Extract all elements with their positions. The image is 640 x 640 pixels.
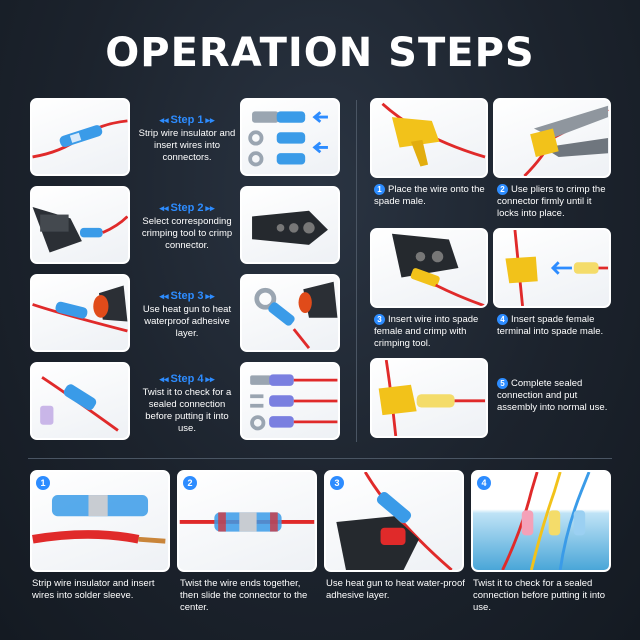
photo-step3-ring-terminal xyxy=(240,274,340,352)
b2-badge: 2 xyxy=(183,476,197,490)
photo-step1-wire-insert xyxy=(30,98,130,176)
section-divider xyxy=(28,458,612,459)
step2-text: Select corresponding crimping tool to cr… xyxy=(141,216,233,251)
photo-r5-complete xyxy=(370,358,488,438)
photo-step2-crimper xyxy=(30,186,130,264)
step3-heading: ◂◂Step 3▸▸ xyxy=(159,290,215,302)
b2-caption: Twist the wire ends together, then slide… xyxy=(180,578,308,613)
step4-text: Twist it to check for a sealed connectio… xyxy=(142,387,232,434)
photo-step3-heat-gun xyxy=(30,274,130,352)
photo-step2-crimper-jaws xyxy=(240,186,340,264)
photo-r2-pliers xyxy=(493,98,611,178)
photo-r4-insert-female xyxy=(493,228,611,308)
step4-heading: ◂◂Step 4▸▸ xyxy=(159,373,215,385)
photo-b3-heat-gun: 3 xyxy=(324,470,464,572)
step3-text: Use heat gun to heat waterproof adhesive… xyxy=(142,304,232,339)
photo-b2-twisted-wires: 2 xyxy=(177,470,317,572)
b1-badge: 1 xyxy=(36,476,50,490)
photo-step4-twist xyxy=(30,362,130,440)
b3-badge: 3 xyxy=(330,476,344,490)
column-divider xyxy=(356,100,357,442)
b1-caption: Strip wire insulator and insert wires in… xyxy=(32,578,155,601)
photo-r3-crimping xyxy=(370,228,488,308)
photo-b1-solder-sleeve: 1 xyxy=(30,470,170,572)
step2-heading: ◂◂Step 2▸▸ xyxy=(159,202,215,214)
b4-badge: 4 xyxy=(477,476,491,490)
step1-heading: ◂◂Step 1▸▸ xyxy=(159,114,215,126)
photo-step4-finished-terminals xyxy=(240,362,340,440)
step1-text: Strip wire insulator and insert wires in… xyxy=(138,128,236,163)
page-title: OPERATION STEPS xyxy=(105,30,535,76)
b4-caption: Twist it to check for a sealed connectio… xyxy=(473,578,606,613)
photo-r1-spade-male xyxy=(370,98,488,178)
photo-b4-water-test: 4 xyxy=(471,470,611,572)
b3-caption: Use heat gun to heat water-proof adhesiv… xyxy=(326,578,465,601)
photo-step1-terminals xyxy=(240,98,340,176)
